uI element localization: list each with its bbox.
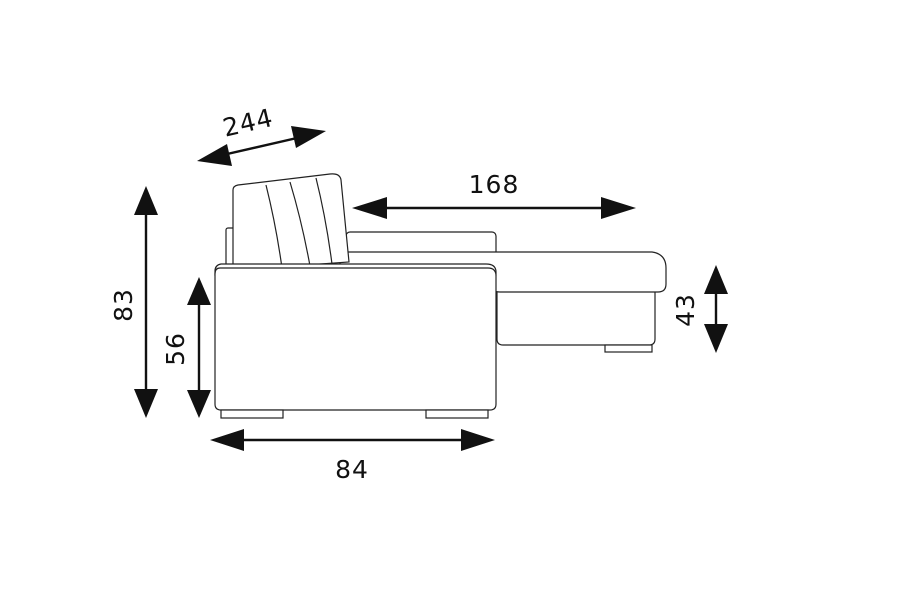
arrow-head-left (352, 197, 387, 219)
arrow-head-bottom (134, 389, 158, 418)
chaise-height-label: 43 (671, 293, 700, 327)
depth-label: 84 (335, 455, 369, 484)
dimension-labels: 244 168 83 56 84 43 (109, 103, 700, 484)
total-height-arrow (134, 186, 158, 418)
arrow-head-top (187, 277, 211, 305)
front-foot (220, 409, 284, 419)
backrest-seam-3 (315, 177, 333, 265)
dimension-arrows (134, 126, 728, 451)
arrow-head-top (134, 186, 158, 215)
depth-arrow (210, 429, 495, 451)
chaise-height-arrow (704, 265, 728, 353)
arrow-head-bottom (704, 324, 728, 353)
chaise-base (486, 275, 656, 346)
backrest-seam-2 (289, 181, 311, 267)
rear-foot (425, 409, 489, 419)
main-section (214, 173, 497, 419)
chaise-length-arrow (352, 197, 636, 219)
arrow-head-right (291, 126, 326, 148)
arrow-head-right (461, 429, 495, 451)
backrest (232, 173, 350, 271)
arrow-head-left (210, 429, 244, 451)
total-length-label: 244 (220, 103, 276, 143)
arrow-head-bottom (187, 390, 211, 418)
arrow-head-top (704, 265, 728, 294)
arrow-head-left (197, 144, 232, 166)
seat-height-arrow (187, 277, 211, 418)
total-height-label: 83 (109, 288, 138, 322)
backrest-seam-1 (265, 184, 283, 269)
chaise-foot (604, 344, 653, 353)
total-length-arrow (197, 126, 326, 166)
seat-height-label: 56 (161, 332, 190, 366)
arrow-head-right (601, 197, 636, 219)
base-armrest (214, 267, 497, 411)
sofa-drawing (214, 173, 667, 419)
chaise-section (339, 231, 667, 353)
chaise-length-label: 168 (469, 170, 520, 199)
